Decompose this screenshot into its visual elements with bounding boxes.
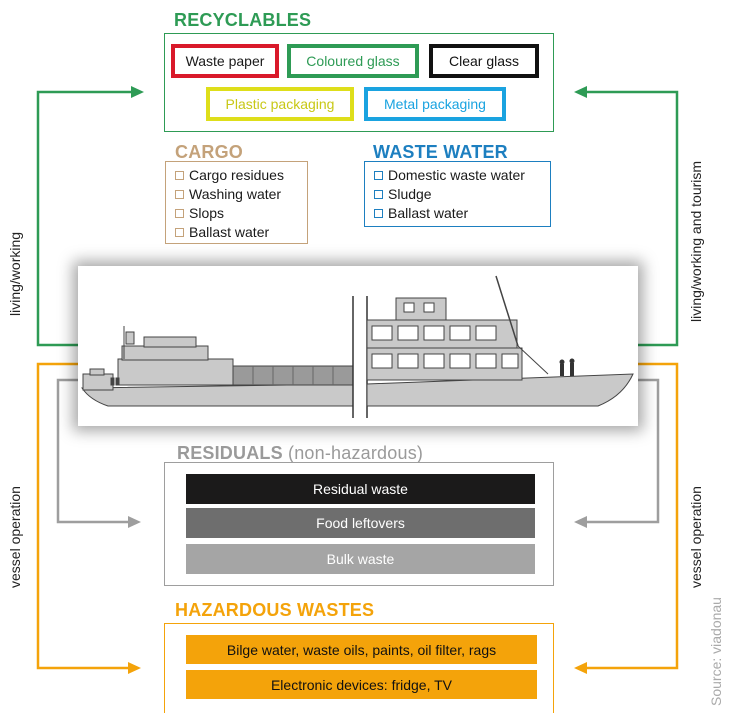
cargo-list: Cargo residues Washing water Slops Balla… (165, 161, 308, 244)
green-arrow-right (574, 86, 679, 347)
green-arrow-left (36, 86, 144, 347)
cargo-item-label: Slops (189, 205, 225, 221)
waste-water-item-label: Ballast water (388, 205, 469, 221)
recyclables-frame (164, 33, 554, 132)
checkbox-icon (374, 209, 383, 218)
side-label-left-bottom: vessel operation (7, 486, 23, 588)
recyclable-label: Plastic packaging (225, 96, 335, 112)
recyclable-label: Clear glass (448, 53, 520, 69)
list-item: Ballast water (175, 223, 299, 242)
waste-water-list: Domestic waste water Sludge Ballast wate… (364, 161, 551, 227)
residual-waste-bar: Residual waste (186, 474, 535, 504)
residual-bar-label: Residual waste (313, 481, 408, 497)
orange-arrow-right (574, 362, 679, 674)
waste-water-item-label: Domestic waste water (388, 167, 525, 183)
list-item: Ballast water (374, 204, 542, 223)
food-leftovers-bar: Food leftovers (186, 508, 535, 538)
checkbox-icon (374, 171, 383, 180)
list-item: Cargo residues (175, 166, 299, 185)
recyclable-clear-glass: Clear glass (429, 44, 539, 78)
recyclable-label: Waste paper (185, 53, 265, 69)
recyclable-metal-packaging: Metal packaging (364, 87, 506, 121)
hazardous-item-label: Electronic devices: fridge, TV (270, 676, 453, 693)
list-item: Slops (175, 204, 299, 223)
checkbox-icon (175, 171, 184, 180)
ship-illustration-panel (78, 266, 638, 426)
source-credit: Source: viadonau (708, 597, 724, 706)
list-item: Washing water (175, 185, 299, 204)
list-item: Domestic waste water (374, 166, 542, 185)
bulk-waste-bar: Bulk waste (186, 544, 535, 574)
checkbox-icon (374, 190, 383, 199)
recyclable-plastic-packaging: Plastic packaging (206, 87, 354, 121)
side-label-right-top: living/working and tourism (688, 160, 704, 322)
grey-arrow-right (574, 378, 660, 528)
residuals-title: RESIDUALS (non-hazardous) (177, 443, 423, 464)
list-item: Sludge (374, 185, 542, 204)
residual-bar-label: Food leftovers (316, 515, 405, 531)
residuals-frame (164, 462, 554, 586)
orange-arrow-left (36, 362, 141, 674)
cargo-title: CARGO (175, 142, 243, 162)
grey-arrow-left (56, 378, 141, 528)
side-label-right-bottom: vessel operation (688, 486, 704, 588)
residual-bar-label: Bulk waste (326, 551, 395, 567)
hazardous-item-bar: Bilge water, waste oils, paints, oil fil… (186, 635, 537, 664)
recyclable-label: Coloured glass (306, 53, 400, 69)
passenger-ship (366, 275, 634, 407)
hazardous-title: HAZARDOUS WASTES (175, 600, 375, 620)
ship-illustration (81, 275, 634, 418)
cargo-item-label: Cargo residues (189, 167, 284, 183)
recyclable-label: Metal packaging (384, 96, 486, 112)
recyclable-waste-paper: Waste paper (171, 44, 279, 78)
recyclables-title: RECYCLABLES (174, 10, 312, 30)
checkbox-icon (175, 209, 184, 218)
cargo-barge (81, 326, 354, 407)
residuals-title-main: RESIDUALS (177, 443, 283, 463)
residuals-subtitle: (non-hazardous) (288, 443, 424, 463)
hazardous-item-bar: Electronic devices: fridge, TV (186, 670, 537, 699)
recyclable-coloured-glass: Coloured glass (287, 44, 419, 78)
cargo-item-label: Ballast water (189, 224, 270, 240)
waste-water-item-label: Sludge (388, 186, 432, 202)
hazardous-item-label: Bilge water, waste oils, paints, oil fil… (226, 641, 497, 658)
checkbox-icon (175, 228, 184, 237)
checkbox-icon (175, 190, 184, 199)
hazardous-frame (164, 623, 554, 713)
side-label-left-top: living/working (7, 231, 23, 316)
cargo-item-label: Washing water (189, 186, 282, 202)
waste-water-title: WASTE WATER (373, 142, 508, 162)
